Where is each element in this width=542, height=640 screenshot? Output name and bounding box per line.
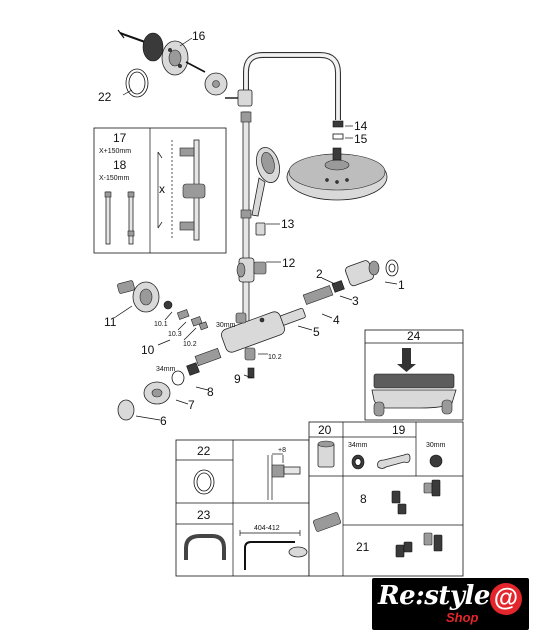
slider-holder	[236, 257, 267, 283]
inset-dimension-x: x	[159, 182, 165, 196]
extension-inset: 17 X+150mm 18 X-150mm x	[93, 127, 227, 254]
inset-18-number: 18	[113, 158, 127, 172]
bracket-body	[161, 40, 206, 76]
dim-34mm-a: 34mm	[156, 366, 176, 373]
dim-34mm-b: 34mm	[348, 442, 368, 449]
screws-21	[395, 532, 443, 558]
callout-3: 3	[352, 294, 359, 308]
arm-connector	[237, 89, 253, 107]
callout-8: 8	[207, 385, 214, 399]
bottom-left-grid: 22 23 +8 404-412	[175, 439, 310, 577]
hand-shower	[251, 146, 281, 217]
handle-knob	[117, 280, 160, 313]
callout-9: 9	[234, 372, 241, 386]
logo-shop: Shop	[446, 610, 479, 625]
callout-13: 13	[281, 217, 295, 231]
grid-21-number: 21	[356, 540, 370, 554]
shower-riser-assembly: 14 15 13 12	[225, 52, 388, 323]
grid-23-number: 23	[197, 508, 211, 522]
screw-icon	[117, 29, 146, 43]
callout-2: 2	[316, 267, 323, 281]
grid-22-number: 22	[197, 444, 211, 458]
callout-16: 16	[192, 29, 206, 43]
restyle-shop-logo: Re:style @ Shop	[372, 578, 529, 630]
callout-22: 22	[98, 90, 112, 104]
cover-ring	[125, 68, 149, 98]
shelf-arrow-icon	[397, 348, 416, 372]
dim-range: 404-412	[254, 525, 280, 532]
grid-8-number: 8	[360, 492, 367, 506]
callout-1: 1	[398, 278, 405, 292]
inset-17-label: X+150mm	[99, 148, 131, 155]
wall-connection-right: 1 2 3 4 5	[279, 259, 405, 339]
callout-10-1: 10.1	[154, 321, 168, 328]
logo-brand: Re:style	[378, 581, 490, 611]
logo-at-icon: @	[490, 583, 522, 615]
s-union	[302, 285, 334, 305]
wrench-icon	[377, 453, 411, 469]
dim-30mm-b: 30mm	[426, 442, 446, 449]
bottom-right-grid: 20 19 8 21 34mm 30mm	[308, 421, 464, 577]
inset-18-label: X-150mm	[99, 175, 130, 182]
callout-10-2-b: 10.2	[268, 354, 282, 361]
shower-arm	[243, 52, 341, 120]
callout-12: 12	[282, 256, 296, 270]
arm-bend	[184, 534, 226, 560]
callout-15: 15	[354, 132, 368, 146]
grid-20-number: 20	[318, 423, 332, 437]
glass-shelf	[373, 373, 455, 389]
rain-shower-head	[286, 147, 388, 201]
grid-19-number: 19	[392, 423, 406, 437]
callout-10-3: 10.3	[168, 331, 182, 338]
hose-nut	[255, 222, 266, 236]
panel-24: 24	[364, 329, 464, 421]
screws-8	[391, 479, 441, 515]
callout-11: 11	[104, 315, 117, 329]
callout-7: 7	[188, 398, 195, 412]
callout-10: 10	[141, 343, 155, 357]
inset-17-number: 17	[113, 131, 127, 145]
thermostat-assembly: 30mm 10.2 9 11 10.1 10.3 10.2 10	[104, 280, 285, 428]
dim-plus-8: +8	[278, 447, 286, 454]
dim-30mm-a: 30mm	[216, 322, 236, 329]
callout-6: 6	[160, 414, 167, 428]
escutcheon	[204, 72, 228, 96]
callout-14: 14	[354, 119, 368, 133]
thermostat-body	[221, 311, 285, 353]
eccentric-union	[194, 347, 222, 367]
callout-5: 5	[313, 325, 320, 339]
wall-bracket-group: 22 16	[98, 29, 228, 104]
flange-plate	[142, 32, 164, 62]
callout-4: 4	[333, 313, 340, 327]
callout-10-2: 10.2	[183, 341, 197, 348]
head-nut	[332, 120, 344, 128]
panel-24-number: 24	[407, 329, 421, 343]
